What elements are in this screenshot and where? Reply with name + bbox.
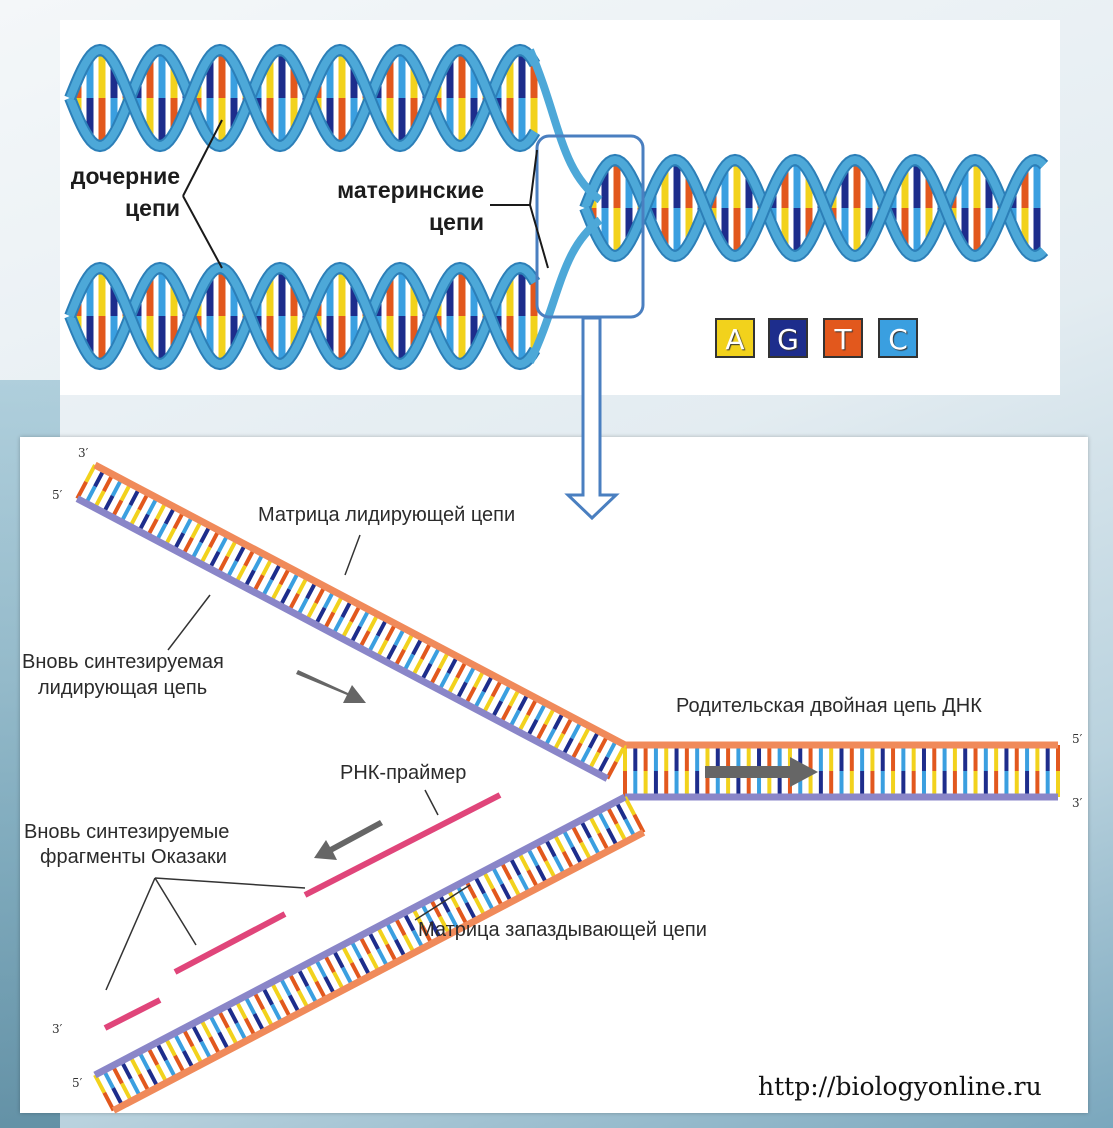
source-url[interactable]: http://biologyonline.ru — [758, 1072, 1042, 1101]
rna-primer-label: РНК-праймер — [340, 762, 467, 784]
end-3-top: 3′ — [78, 446, 89, 460]
daughter-label-line2: цепи — [125, 195, 180, 221]
new-leading-label-line1: Вновь синтезируемая — [22, 651, 224, 673]
end-3-right: 3′ — [1072, 796, 1083, 810]
end-5-bottom: 5′ — [72, 1076, 83, 1090]
lagging-template-label: Матрица запаздывающей цепи — [418, 919, 707, 941]
base-c-box: C — [878, 318, 918, 358]
leading-template-label: Матрица лидирующей цепи — [258, 504, 516, 526]
maternal-strands-label: материнские цепи — [290, 174, 484, 238]
end-5-right: 5′ — [1072, 732, 1083, 746]
end-3-bottom: 3′ — [52, 1022, 63, 1036]
daughter-label-line1: дочерние — [70, 163, 180, 189]
maternal-label-line1: материнские — [337, 177, 484, 203]
okazaki-label-line2: фрагменты Оказаки — [40, 846, 227, 868]
base-g-box: G — [768, 318, 808, 358]
base-a-box: A — [715, 318, 755, 358]
parent-dna-label: Родительская двойная цепь ДНК — [676, 695, 982, 717]
replication-fork-panel — [20, 437, 1088, 1113]
base-t-box: T — [823, 318, 863, 358]
new-leading-label-line2: лидирующая цепь — [38, 677, 208, 699]
okazaki-label-line1: Вновь синтезируемые — [24, 821, 230, 843]
maternal-label-line2: цепи — [429, 209, 484, 235]
daughter-strands-label: дочерние цепи — [40, 160, 180, 224]
end-5-top: 5′ — [52, 488, 63, 502]
